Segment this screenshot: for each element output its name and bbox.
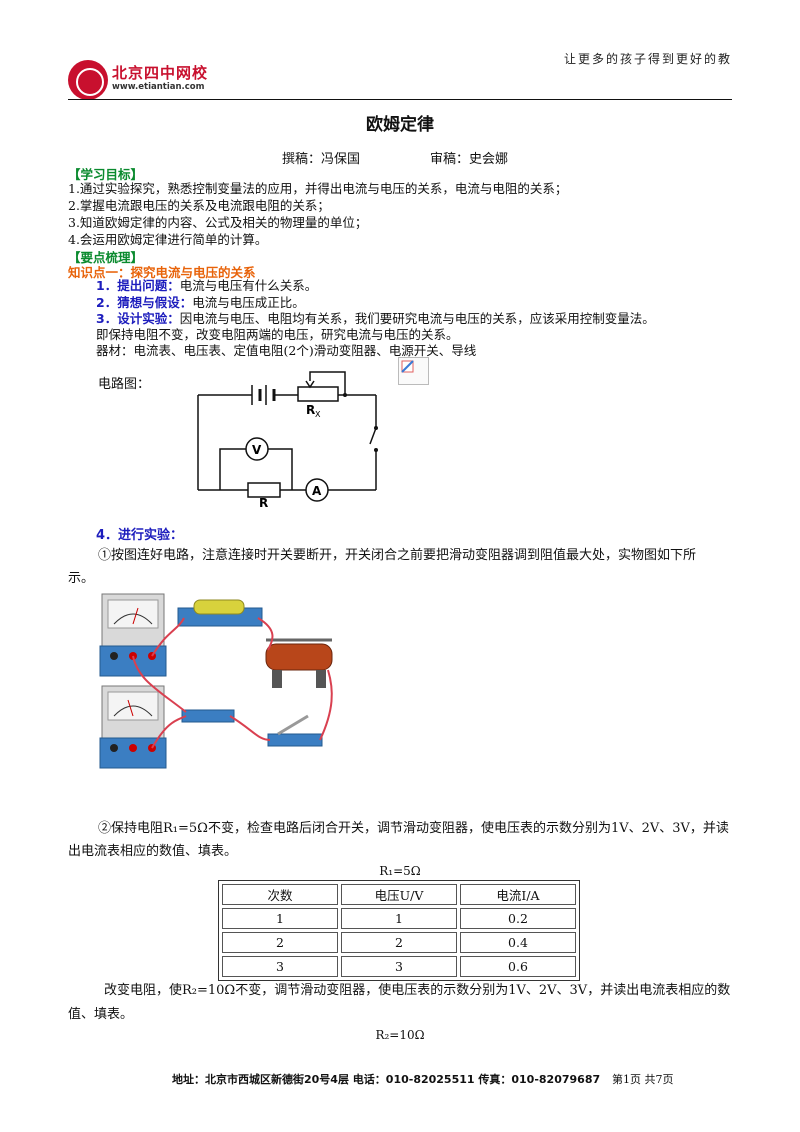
table-row: 1 1 0.2 (222, 908, 576, 929)
rheostat-label-sub: X (315, 410, 321, 419)
switch-icon (369, 427, 377, 445)
goal-item: 3.知道欧姆定律的内容、公式及相关的物理量的单位； (68, 215, 368, 230)
reviewer: 审稿：史会娜 (430, 152, 509, 167)
step-2-label: 2．猜想与假设： (96, 295, 193, 310)
table-cell: 3 (222, 956, 338, 977)
table-cell: 1 (341, 908, 457, 929)
table-cell: 1 (222, 908, 338, 929)
step-1: 1．提出问题：电流与电压有什么关系。 (96, 277, 317, 295)
table-cell: 3 (341, 956, 457, 977)
logo: 北京四中网校 www.etiantian.com (68, 58, 228, 102)
rheostat-icon (297, 386, 339, 402)
table-cell: 0.4 (460, 932, 576, 953)
table-row: 2 2 0.4 (222, 932, 576, 953)
table-header-row: 次数 电压U/V 电流I/A (222, 884, 576, 905)
footer-page-number: 第1页 共7页 (611, 1073, 674, 1086)
step-2: 2．猜想与假设：电流与电压成正比。 (96, 294, 305, 312)
equipment-text: 器材：电流表、电压表、定值电阻(2个)滑动变阻器、电源开关、导线 (96, 343, 477, 358)
header-slogan: 让更多的孩子得到更好的教 (563, 52, 732, 66)
goals-heading: 【学习目标】 (68, 167, 144, 182)
table-header-cell: 次数 (222, 884, 338, 905)
table-row: 3 3 0.6 (222, 956, 576, 977)
logo-url: www.etiantian.com (112, 82, 205, 92)
page-title: 欧姆定律 (366, 115, 434, 135)
resistor-label: R (259, 496, 268, 510)
voltmeter-label: V (252, 443, 262, 457)
step-3: 3．设计实验：因电流与电压、电阻均有关系，我们要研究电流与电压的关系，应该采用控… (96, 310, 655, 328)
knowledge-point-heading: 知识点一：探究电流与电压的关系 (68, 265, 256, 280)
author-line: 撰稿：冯保国 审稿：史会娜 (282, 148, 508, 167)
author: 撰稿：冯保国 (282, 152, 361, 167)
footer-address: 地址：北京市西城区新德街20号4层 电话：010-82025511 传真：010… (172, 1073, 601, 1086)
step-3-text-cont: 即保持电阻不变，改变电阻两端的电压，研究电流与电压的关系。 (96, 327, 459, 342)
circuit-diagram: R X R V A (197, 371, 378, 510)
points-heading: 【要点梳理】 (68, 250, 144, 265)
table-header-cell: 电压U/V (341, 884, 457, 905)
step-4-paragraph-2: ②保持电阻R₁=5Ω不变，检查电路后闭合开关，调节滑动变阻器，使电压表的示数分别… (98, 821, 729, 836)
step-4-paragraph-3-cont: 值、填表。 (68, 1007, 134, 1022)
step-3-text: 因电流与电压、电阻均有关系，我们要研究电流与电压的关系，应该采用控制变量法。 (179, 311, 655, 326)
table-cell: 2 (341, 932, 457, 953)
table-cell: 0.6 (460, 956, 576, 977)
logo-text: 北京四中网校 (112, 64, 209, 82)
step-1-label: 1．提出问题： (96, 278, 180, 293)
step-4-paragraph-2-cont: 出电流表相应的数值、填表。 (68, 844, 238, 859)
rheostat-label: R (306, 403, 315, 417)
step-4-label: 4．进行实验： (96, 528, 184, 543)
resistor-icon (247, 482, 281, 498)
step-4-paragraph-1: ①按图连好电路，注意连接时开关要断开，开关闭合之前要把滑动变阻器调到阻值最大处，… (98, 548, 697, 563)
table-cell: 2 (222, 932, 338, 953)
apparatus-photo (99, 593, 333, 769)
table-header-cell: 电流I/A (460, 884, 576, 905)
logo-seal-icon (68, 60, 108, 100)
table-1-caption: R₁=5Ω (379, 864, 421, 878)
goal-item: 1.通过实验探究，熟悉控制变量法的应用，并得出电流与电压的关系，电流与电阻的关系… (68, 181, 568, 196)
ammeter-label: A (312, 484, 322, 498)
table-2-caption: R₂=10Ω (375, 1028, 425, 1042)
broken-image-glyph (401, 360, 414, 373)
step-4-paragraph-3: 改变电阻，使R₂=10Ω不变，调节滑动变阻器，使电压表的示数分别为1V、2V、3… (104, 983, 731, 998)
table-cell: 0.2 (460, 908, 576, 929)
data-table-r1: 次数 电压U/V 电流I/A 1 1 0.2 2 2 0.4 3 3 0.6 (218, 880, 580, 981)
step-4-paragraph-1-cont: 示。 (68, 571, 95, 586)
step-1-text: 电流与电压有什么关系。 (179, 278, 318, 293)
broken-image-icon (398, 357, 429, 385)
goal-item: 2.掌握电流跟电压的关系及电流跟电阻的关系； (68, 198, 330, 213)
footer: 地址：北京市西城区新德街20号4层 电话：010-82025511 传真：010… (172, 1071, 673, 1087)
goal-item: 4.会运用欧姆定律进行简单的计算。 (68, 232, 268, 247)
header-rule (68, 99, 732, 100)
circuit-label: 电路图： (98, 377, 151, 392)
step-2-text: 电流与电压成正比。 (192, 295, 305, 310)
step-3-label: 3．设计实验： (96, 311, 180, 326)
